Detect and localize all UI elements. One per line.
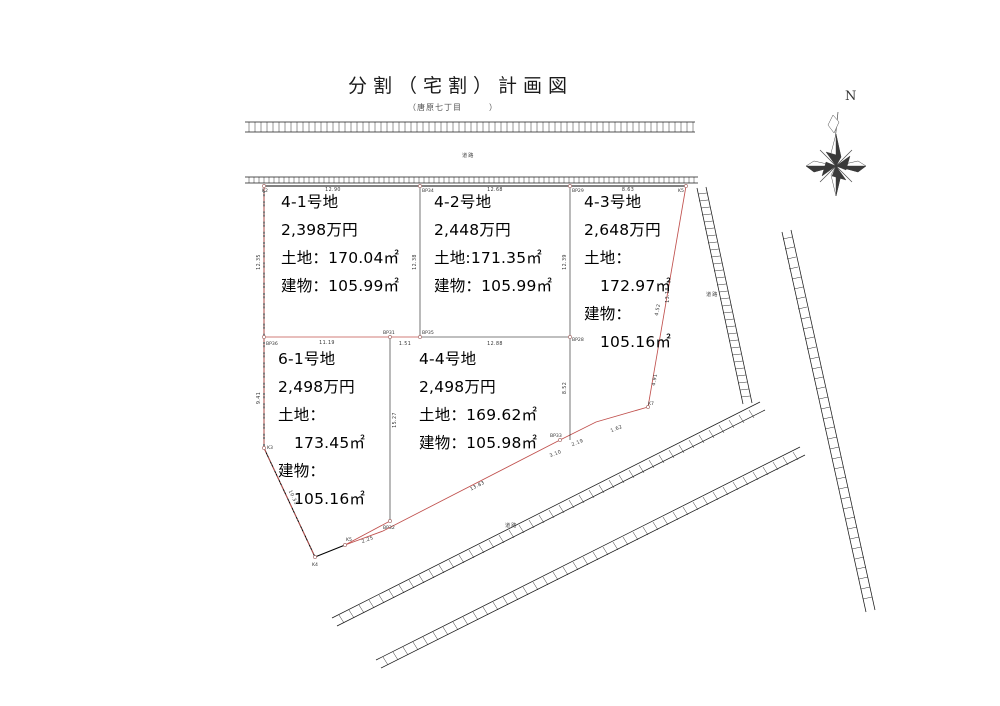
dimension-vert-mid-lower: 15.27 xyxy=(392,412,398,428)
lot-4-3-land-value: 172.97㎡ xyxy=(600,277,671,295)
dimension-mid-2: 1.51 xyxy=(399,341,411,347)
lot-4-1-land: 土地：170.04㎡ xyxy=(281,249,400,267)
lot-4-4-land: 土地：169.62㎡ xyxy=(419,406,538,424)
lot-6-1-building-value: 105.16㎡ xyxy=(294,490,365,508)
lot-4-4: 4-4号地 2,498万円 土地：169.62㎡ 建物：105.98㎡ xyxy=(419,350,538,452)
road-top: 道路 xyxy=(245,121,695,159)
road-label-top: 道路 xyxy=(462,151,474,159)
lot-4-1-building: 建物：105.99㎡ xyxy=(281,277,400,295)
lot-4-3-name: 4-3号地 xyxy=(584,193,641,211)
lot-4-1: 4-1号地 2,398万円 土地：170.04㎡ 建物：105.99㎡ xyxy=(281,193,400,295)
dimension-vert-far-right: 13.18 xyxy=(665,287,671,303)
survey-point-k4: K4 xyxy=(312,562,318,568)
dimension-mid-3: 12.88 xyxy=(487,341,503,347)
lot-4-3-building-label: 建物： xyxy=(584,305,631,323)
dimension-diag-east: 4.52 xyxy=(654,303,662,316)
dimension-top-2: 12.68 xyxy=(487,187,503,193)
survey-point-k5-lower: K5 xyxy=(346,537,352,543)
compass-label: N xyxy=(845,89,856,104)
lot-6-1-land-label: 土地： xyxy=(278,406,325,424)
lot-6-1-name: 6-1号地 xyxy=(278,350,335,368)
lot-4-2-land: 土地:171.35㎡ xyxy=(434,249,542,267)
survey-point-bp29: BP29 xyxy=(572,188,584,194)
dimension-diag-k4k5: 2.25 xyxy=(361,535,375,545)
survey-point-bp35: BP35 xyxy=(422,330,434,336)
lot-4-4-building: 建物：105.98㎡ xyxy=(419,434,538,452)
dimension-mid-1: 11.19 xyxy=(319,340,335,346)
lot-4-2: 4-2号地 2,448万円 土地:171.35㎡ 建物：105.99㎡ xyxy=(434,193,553,295)
dimension-diag-south: 13.83 xyxy=(469,480,486,492)
lot-4-2-price: 2,448万円 xyxy=(434,221,511,239)
lot-6-1-price: 2,498万円 xyxy=(278,378,355,396)
lot-4-3-land-label: 土地： xyxy=(584,249,631,267)
north-arrow-icon: N xyxy=(805,89,867,197)
lot-4-2-name: 4-2号地 xyxy=(434,193,491,211)
dimension-top-1: 12.90 xyxy=(325,187,341,193)
survey-point-bp28: BP28 xyxy=(572,337,584,343)
lot-4-3: 4-3号地 2,648万円 土地： 172.97㎡ 建物： 105.16㎡ xyxy=(584,193,671,351)
lot-dividers xyxy=(264,186,571,546)
lot-4-1-name: 4-1号地 xyxy=(281,193,338,211)
dimension-diag-short: 1.62 xyxy=(610,424,624,434)
road-label-right: 道路 xyxy=(706,290,718,298)
lot-6-1-land-value: 173.45㎡ xyxy=(294,434,365,452)
survey-point-markers xyxy=(262,184,688,559)
survey-point-k3: K3 xyxy=(267,445,273,451)
survey-point-bp33: BP33 xyxy=(550,433,562,439)
dimension-diag-bp33: 2.19 xyxy=(571,438,585,448)
lot-4-1-price: 2,398万円 xyxy=(281,221,358,239)
lot-4-4-price: 2,498万円 xyxy=(419,378,496,396)
dimension-vert-left-upper: 12.35 xyxy=(256,254,262,270)
survey-point-bp31: BP31 xyxy=(383,330,395,336)
vertical-dimension-labels: 12.35 12.38 12.39 13.18 15.27 9.41 8.52 xyxy=(256,254,671,428)
lot-4-3-price: 2,648万円 xyxy=(584,221,661,239)
road-label-bottom: 道路 xyxy=(505,521,517,529)
survey-point-bp34: BP34 xyxy=(422,188,434,194)
lot-6-1-building-label: 建物： xyxy=(278,462,325,480)
frontage-hatch-band xyxy=(245,176,698,184)
dimension-vert-right-lower: 8.52 xyxy=(562,382,568,394)
dimension-vert-mid-upper: 12.38 xyxy=(412,254,418,270)
road-bottom-far-edge xyxy=(375,446,806,669)
lot-4-3-building-value: 105.16㎡ xyxy=(600,333,671,351)
survey-point-k7: K7 xyxy=(648,401,654,407)
top-dimension-labels: K2 12.90 BP34 12.68 BP29 8.63 K5 xyxy=(262,187,684,194)
survey-point-bp36: BP36 xyxy=(266,341,278,347)
lot-4-4-name: 4-4号地 xyxy=(419,350,476,368)
road-right-far-edge xyxy=(781,229,876,613)
survey-point-k5-top: K5 xyxy=(678,188,684,194)
middle-dimension-labels: BP36 11.19 BP31 1.51 BP35 12.88 BP28 xyxy=(266,330,584,347)
dimension-vert-right-upper: 12.39 xyxy=(562,254,568,270)
lot-4-2-building: 建物：105.99㎡ xyxy=(434,277,553,295)
dimension-top-3: 8.63 xyxy=(622,187,634,193)
parcel-outline xyxy=(263,185,687,558)
page-title: 分割（宅割）計画図 xyxy=(348,75,573,97)
dimension-diag-short-2: 3.10 xyxy=(549,449,563,459)
page-subtitle: （唐原七丁目 ） xyxy=(408,102,498,112)
diagonal-dimension-labels: 10.31 13.83 2.25 2.19 1.62 3.10 4.52 4.9… xyxy=(267,303,662,568)
lot-6-1: 6-1号地 2,498万円 土地： 173.45㎡ 建物： 105.16㎡ xyxy=(278,350,365,508)
road-bottom: 道路 xyxy=(331,401,766,627)
road-right: 道路 xyxy=(696,186,753,405)
dimension-diag-east-2: 4.91 xyxy=(651,373,659,386)
survey-point-bp32: BP32 xyxy=(383,525,395,531)
dimension-vert-left-lower: 9.41 xyxy=(256,392,262,404)
survey-point-k2: K2 xyxy=(262,188,268,194)
